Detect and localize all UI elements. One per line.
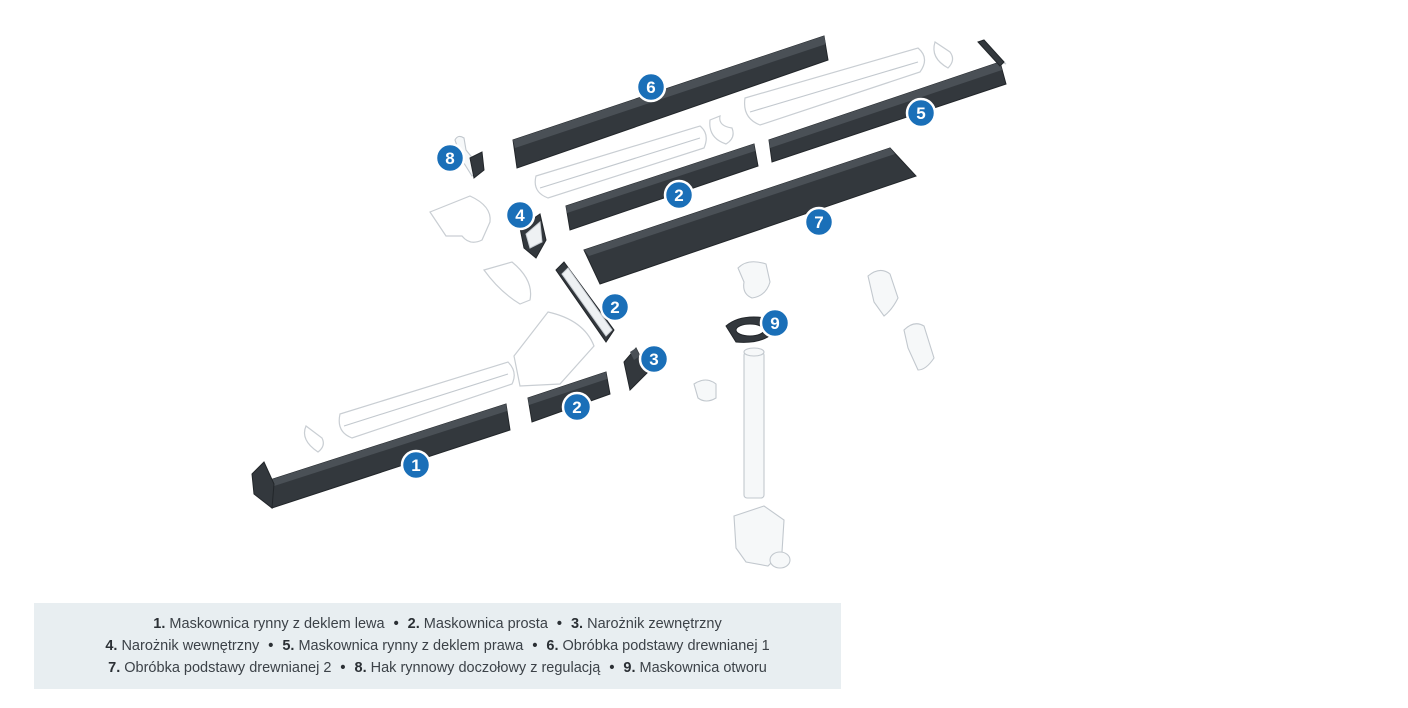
legend-item: Obróbka podstawy drewnianej 1 — [563, 638, 770, 654]
legend-item: Maskownica otworu — [640, 660, 767, 676]
badge-5: 5 — [907, 99, 935, 127]
legend-num: 4. — [105, 638, 117, 654]
downpipe-outlet — [738, 262, 770, 298]
svg-text:2: 2 — [674, 186, 683, 205]
legend-item: Narożnik wewnętrzny — [121, 638, 259, 654]
legend-item: Maskownica rynny z deklem lewa — [169, 616, 384, 632]
legend-item: Obróbka podstawy drewnianej 2 — [124, 660, 331, 676]
badge-3: 3 — [640, 345, 668, 373]
parts-legend: 1. Maskownica rynny z deklem lewa • 2. Mas… — [34, 603, 841, 689]
legend-num: 2. — [408, 616, 420, 632]
svg-text:2: 2 — [610, 298, 619, 317]
gutter-corner-lower — [514, 312, 594, 386]
legend-num: 1. — [153, 616, 165, 632]
svg-text:5: 5 — [916, 104, 925, 123]
legend-item: Narożnik zewnętrzny — [587, 616, 722, 632]
badge-6: 6 — [637, 73, 665, 101]
gutter-system-exploded-diagram: 6 5 8 2 4 7 2 9 3 2 1 — [0, 0, 1408, 600]
svg-text:9: 9 — [770, 314, 779, 333]
badge-4: 4 — [506, 201, 534, 229]
badge-2-diagonal: 2 — [601, 293, 629, 321]
legend-row: 4. Narożnik wewnętrzny • 5. Maskownica ryn… — [34, 635, 841, 657]
gutter-connector-middle — [710, 116, 733, 144]
downpipe-pipe — [744, 348, 764, 498]
legend-row: 1. Maskownica rynny z deklem lewa • 2. Mas… — [34, 613, 841, 635]
downpipe-shoe — [734, 506, 790, 568]
legend-num: 6. — [546, 638, 558, 654]
legend-num: 7. — [108, 660, 120, 676]
badge-2-upper: 2 — [665, 181, 693, 209]
legend-num: 9. — [623, 660, 635, 676]
legend-separator: • — [532, 635, 537, 657]
badge-8: 8 — [436, 144, 464, 172]
legend-separator: • — [557, 613, 562, 635]
legend-separator: • — [340, 657, 345, 679]
svg-text:4: 4 — [515, 206, 525, 225]
badge-9: 9 — [761, 309, 789, 337]
legend-num: 5. — [282, 638, 294, 654]
legend-item: Maskownica prosta — [424, 616, 548, 632]
legend-item: Maskownica rynny z deklem prawa — [298, 638, 523, 654]
svg-text:1: 1 — [411, 456, 420, 475]
legend-separator: • — [609, 657, 614, 679]
gutter-end-cap-top-right — [934, 42, 953, 68]
downpipe-elbow-upper — [868, 270, 898, 316]
gutter-end-cap-lower-left — [305, 426, 324, 452]
badge-1: 1 — [402, 451, 430, 479]
legend-separator: • — [394, 613, 399, 635]
legend-num: 3. — [571, 616, 583, 632]
badge-7: 7 — [805, 208, 833, 236]
legend-item: Hak rynnowy doczołowy z regulacją — [371, 660, 601, 676]
badge-2-lower: 2 — [563, 393, 591, 421]
downpipe-clamp — [694, 380, 716, 401]
downpipe-elbow-lower — [904, 324, 934, 370]
svg-text:6: 6 — [646, 78, 655, 97]
svg-text:3: 3 — [649, 350, 658, 369]
gutter-corner-upper-left — [430, 196, 490, 242]
legend-separator: • — [268, 635, 273, 657]
legend-row: 7. Obróbka podstawy drewnianej 2 • 8. Hak … — [34, 657, 841, 679]
svg-text:8: 8 — [445, 149, 454, 168]
gutter-connector-diagonal — [484, 262, 531, 304]
svg-text:7: 7 — [814, 213, 823, 232]
legend-num: 8. — [355, 660, 367, 676]
svg-text:2: 2 — [572, 398, 581, 417]
